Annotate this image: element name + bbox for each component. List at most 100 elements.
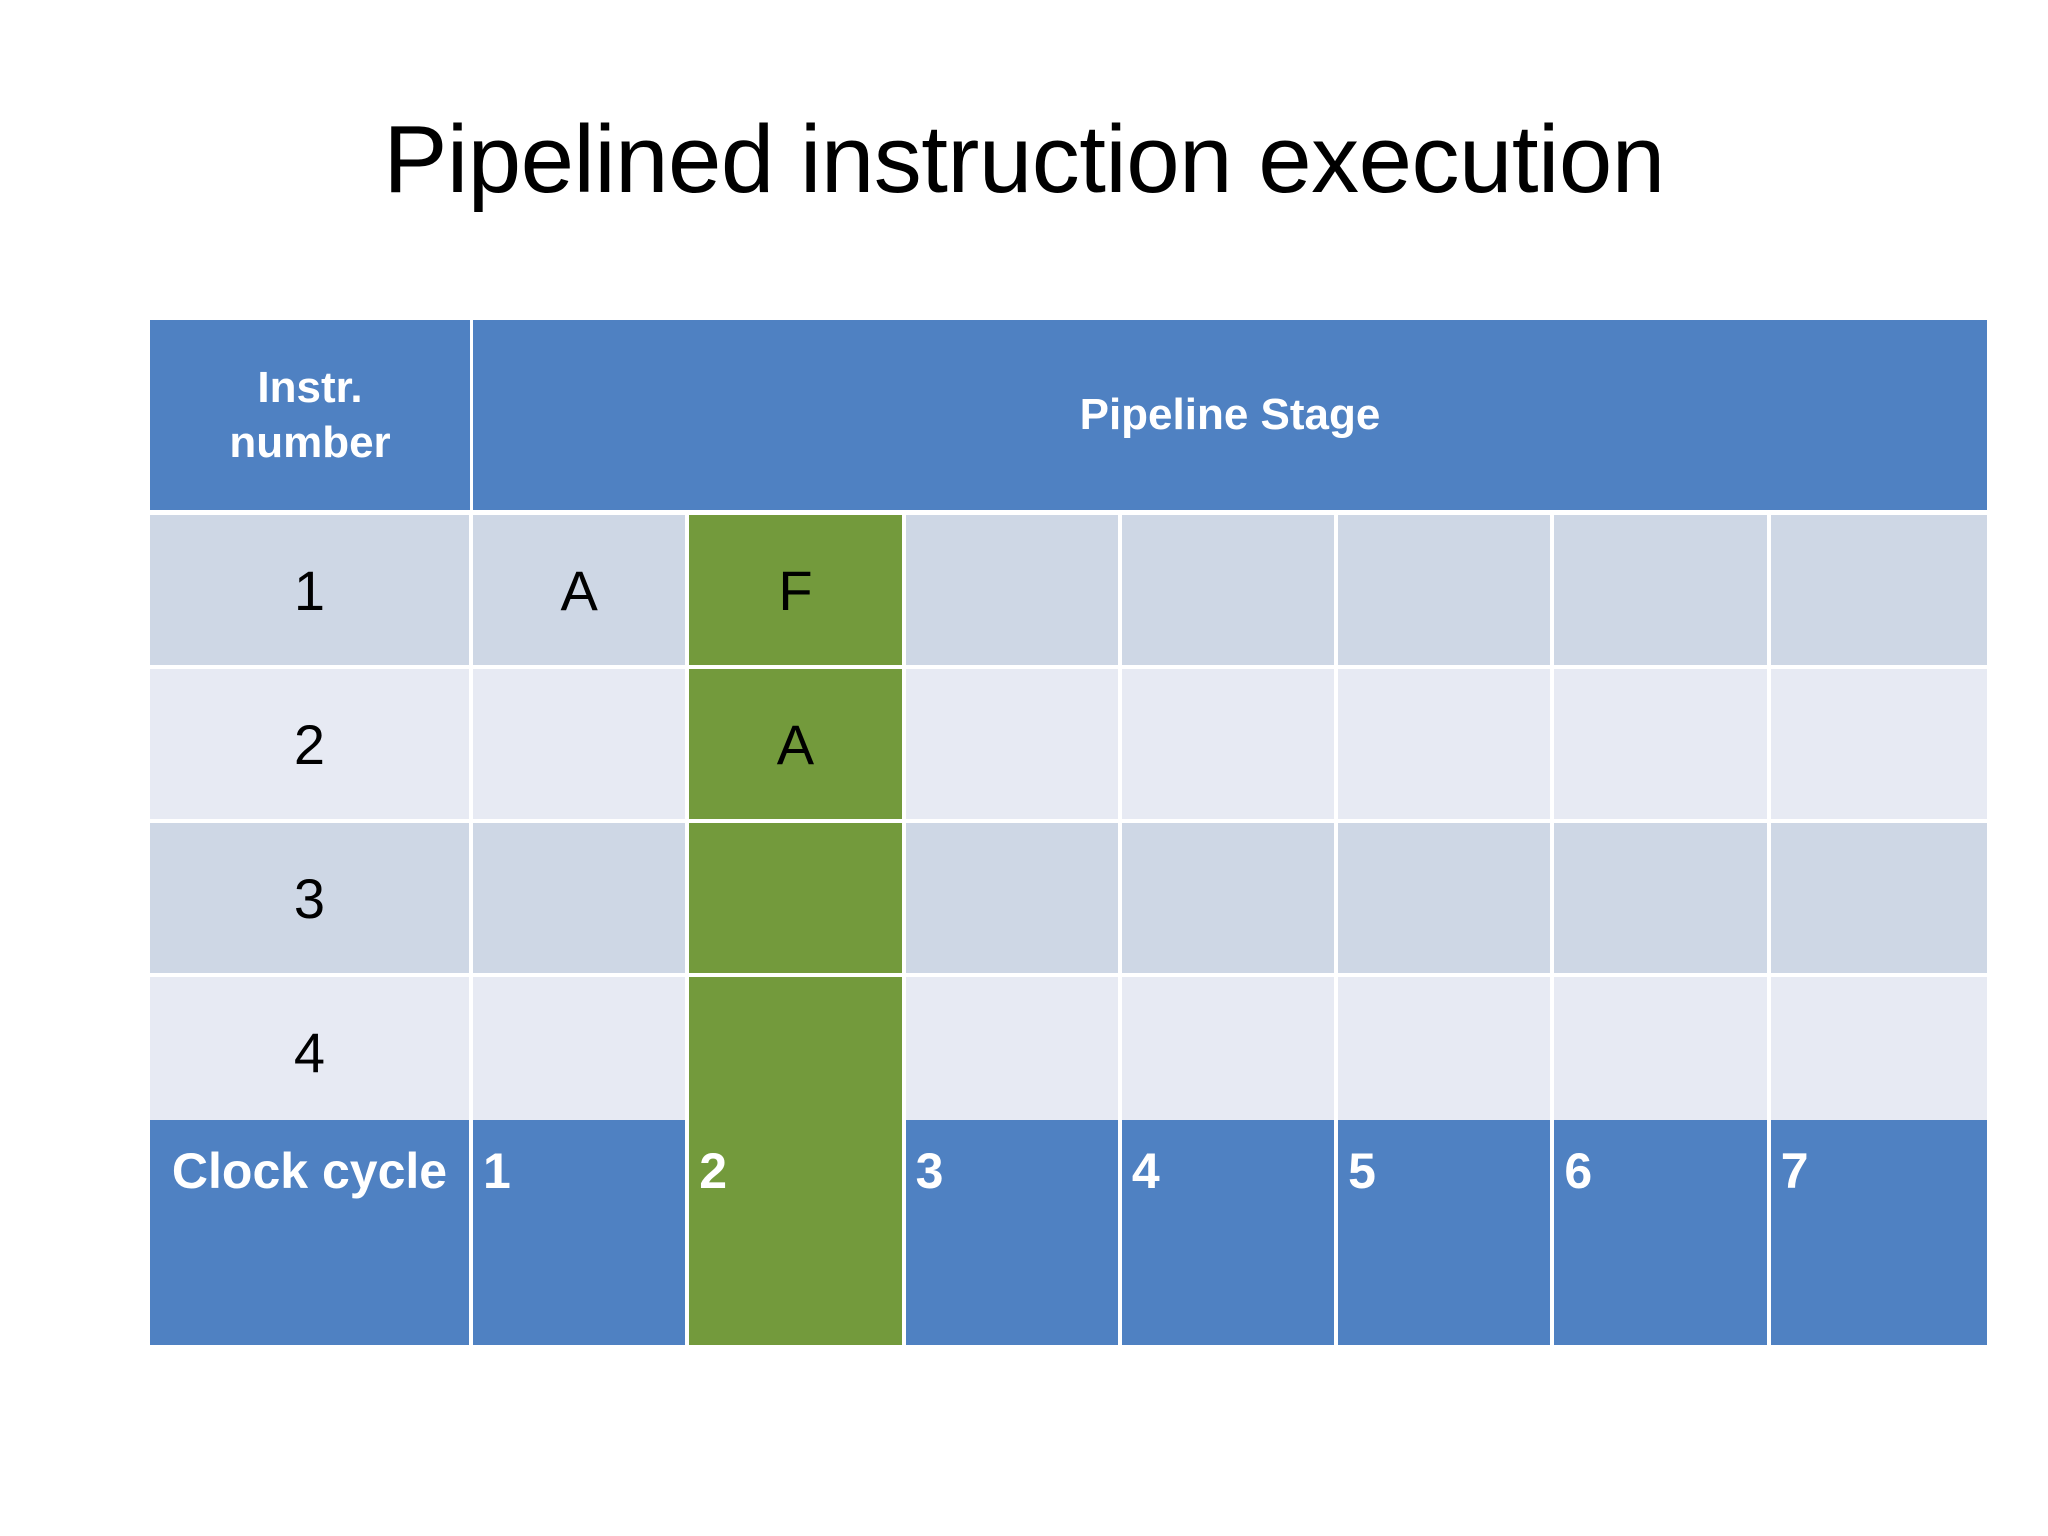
stage-cell <box>905 515 1122 665</box>
stage-cell <box>1554 977 1771 1127</box>
stage-cell-highlighted: F <box>689 515 906 665</box>
stage-col-3 <box>905 669 1122 819</box>
stage-col-2 <box>689 977 906 1127</box>
stage-cell <box>1770 977 1987 1127</box>
stage-col-2 <box>689 823 906 973</box>
stage-col-6 <box>1554 823 1771 973</box>
clock-cycle-col-7: 7 <box>1770 1120 1987 1345</box>
stage-col-5 <box>1338 669 1555 819</box>
stage-cell <box>1121 515 1339 665</box>
instr-header-line1: Instr. <box>257 363 363 412</box>
stage-col-7 <box>1770 977 1987 1127</box>
stage-cell <box>905 977 1122 1127</box>
stage-cell <box>1338 823 1555 973</box>
instr-number-cell: 2 <box>150 669 473 819</box>
stage-cell <box>473 669 690 819</box>
clock-cycle-bar: Clock cycle 1 2 3 4 5 6 7 <box>150 1120 1987 1345</box>
stage-cell <box>1338 977 1555 1127</box>
stage-cell <box>1554 515 1771 665</box>
stage-cell <box>1338 515 1555 665</box>
stage-col-6 <box>1554 977 1771 1127</box>
stage-col-5 <box>1338 515 1555 665</box>
page-title: Pipelined instruction execution <box>383 106 1665 213</box>
stage-cell-highlighted <box>689 977 906 1127</box>
instr-number-col: 1 <box>150 515 473 665</box>
clock-cycle-number: 7 <box>1780 1143 1809 1199</box>
clock-cycle-col-5: 5 <box>1338 1120 1555 1345</box>
clock-cycle-number: 2 <box>699 1143 728 1199</box>
clock-cycle-number: 6 <box>1564 1143 1593 1199</box>
clock-cycle-cell: 6 <box>1554 1120 1771 1345</box>
stage-col-7 <box>1770 669 1987 819</box>
stage-cell <box>905 669 1122 819</box>
pipeline-stage-header-col: Pipeline Stage <box>473 320 1987 510</box>
instr-number-col: 3 <box>150 823 473 973</box>
stage-cell <box>1338 669 1555 819</box>
stage-col-1 <box>473 669 690 819</box>
stage-cell <box>1770 823 1987 973</box>
stage-col-1 <box>473 977 690 1127</box>
stage-cell-highlighted: A <box>689 669 906 819</box>
clock-cycle-col-3: 3 <box>905 1120 1122 1345</box>
stage-col-4 <box>1121 977 1339 1127</box>
clock-cycle-col-6: 6 <box>1554 1120 1771 1345</box>
stage-cell <box>1770 669 1987 819</box>
clock-cycle-cell: 7 <box>1770 1120 1987 1345</box>
clock-cycle-cell: 4 <box>1121 1120 1339 1345</box>
stage-col-3 <box>905 823 1122 973</box>
instr-number-cell: 3 <box>150 823 473 973</box>
stage-cell <box>1121 977 1339 1127</box>
stage-col-4 <box>1121 515 1339 665</box>
table-row: 3 <box>150 823 1987 973</box>
stage-cell <box>1121 669 1339 819</box>
clock-cycle-cell: 5 <box>1338 1120 1555 1345</box>
clock-cycle-col-4: 4 <box>1121 1120 1339 1345</box>
stage-col-6 <box>1554 669 1771 819</box>
clock-cycle-number: 1 <box>483 1143 511 1199</box>
stage-cell <box>1121 823 1339 973</box>
stage-cell-highlighted <box>689 823 906 973</box>
instr-number-header-col: Instr. number <box>150 320 473 510</box>
stage-col-1 <box>473 823 690 973</box>
stage-col-7 <box>1770 515 1987 665</box>
clock-cycle-col-2: 2 <box>689 1120 906 1345</box>
stage-cell <box>473 977 690 1127</box>
instr-number-cell: 4 <box>150 977 473 1127</box>
stage-col-4 <box>1121 823 1339 973</box>
clock-cycle-label-cell: Clock cycle <box>150 1120 473 1345</box>
instr-number-cell: 1 <box>150 515 473 665</box>
clock-cycle-col-1: 1 <box>473 1120 690 1345</box>
stage-col-2: A <box>689 669 906 819</box>
stage-cell <box>1554 823 1771 973</box>
stage-col-4 <box>1121 669 1339 819</box>
stage-col-2: F <box>689 515 906 665</box>
stage-cell <box>473 823 690 973</box>
clock-cycle-cell: 1 <box>473 1120 690 1345</box>
clock-cycle-number: 5 <box>1348 1143 1376 1199</box>
stage-col-7 <box>1770 823 1987 973</box>
clock-cycle-label: Clock cycle <box>171 1143 448 1199</box>
clock-cycle-number: 4 <box>1131 1143 1160 1199</box>
clock-cycle-cell: 3 <box>905 1120 1122 1345</box>
instr-number-header-cell: Instr. number <box>150 320 473 510</box>
instr-number-col: 4 <box>150 977 473 1127</box>
instr-number-col: 2 <box>150 669 473 819</box>
header-body-divider <box>150 510 1987 515</box>
stage-col-3 <box>905 977 1122 1127</box>
stage-cell: A <box>473 515 690 665</box>
stage-col-5 <box>1338 977 1555 1127</box>
stage-col-1: A <box>473 515 690 665</box>
clock-cycle-number: 3 <box>915 1143 944 1199</box>
stage-col-3 <box>905 515 1122 665</box>
clock-cycle-cell-highlighted: 2 <box>689 1120 906 1345</box>
instr-header-line2: number <box>229 418 391 467</box>
pipeline-stage-header-cell: Pipeline Stage <box>473 320 1987 510</box>
stage-cell <box>1770 515 1987 665</box>
table-row: 4 <box>150 977 1987 1127</box>
stage-cell <box>905 823 1122 973</box>
stage-col-6 <box>1554 515 1771 665</box>
